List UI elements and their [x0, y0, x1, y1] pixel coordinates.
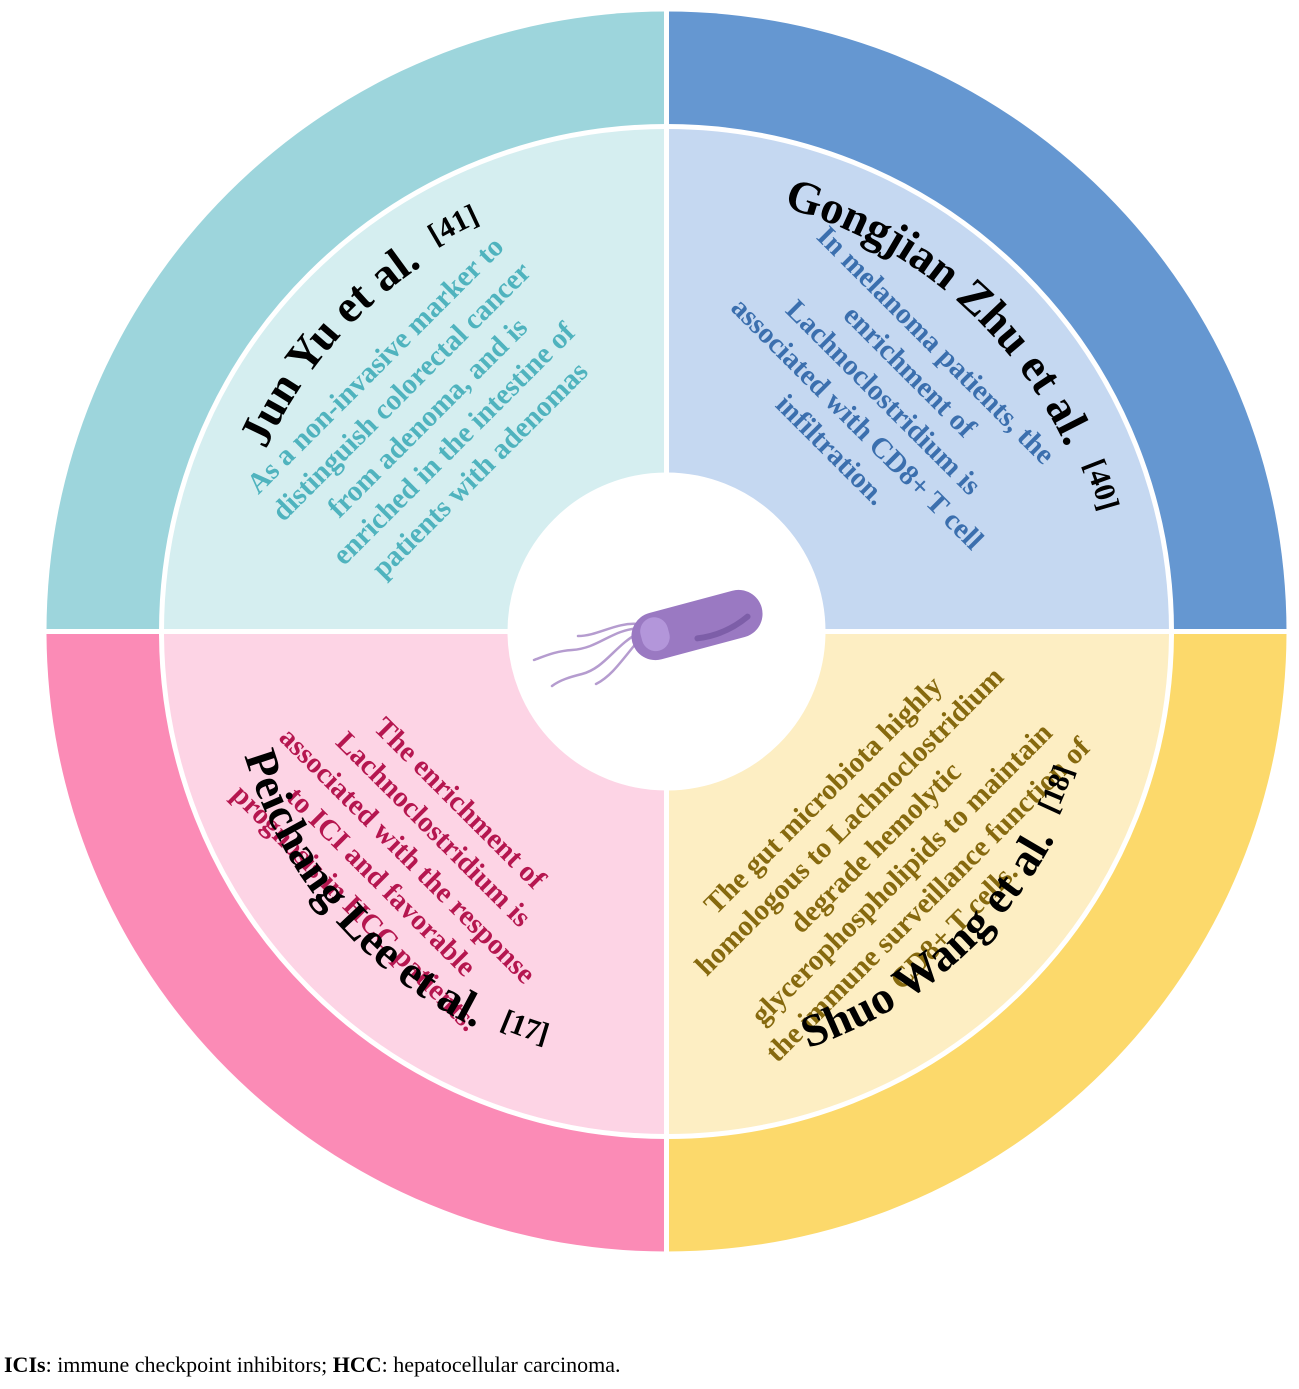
footnote-term-hcc: HCC [332, 1352, 382, 1377]
footnote-definition-icis: : immune checkpoint inhibitors; [45, 1352, 333, 1377]
inner-ring-bottom-right [666, 631, 1172, 1137]
footnote-definition-hcc: : hepatocellular carcinoma. [381, 1352, 621, 1377]
bacterium-icon [532, 589, 763, 688]
lachnoclostridium-circle-diagram: As a non-invasive marker todistinguish c… [46, 11, 1287, 1252]
inner-ring-bottom-left [161, 631, 667, 1137]
inner-ring-top-right [666, 126, 1172, 632]
bacterium-shade [694, 613, 751, 642]
bacterium-highlight [640, 617, 670, 652]
inner-ring-top-left [161, 126, 667, 632]
footnote: ICIs: immune checkpoint inhibitors; HCC:… [4, 1352, 1294, 1378]
footnote-term-icis: ICIs [4, 1352, 46, 1377]
